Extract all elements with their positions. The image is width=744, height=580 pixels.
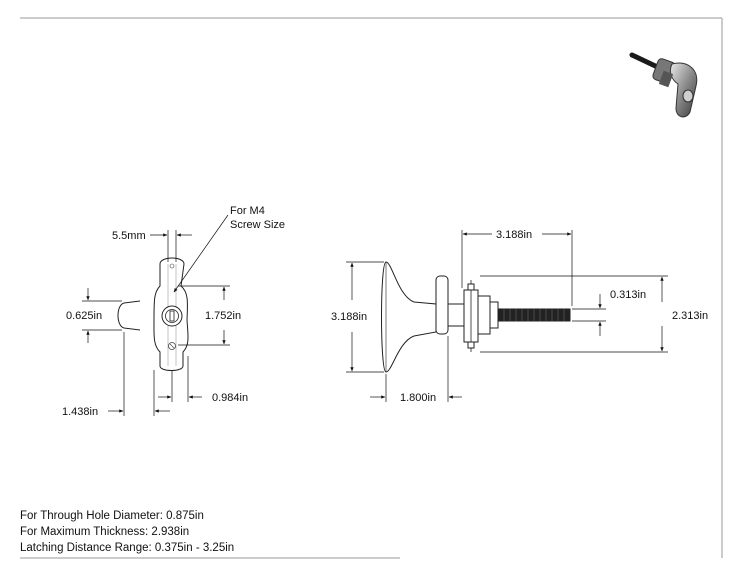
callout-line2: Screw Size [230, 219, 285, 231]
dim-depth: 1.800in [400, 392, 436, 404]
dim-total-height: 1.752in [205, 310, 241, 322]
dim-screw-dia: 0.313in [610, 289, 646, 301]
front-view [117, 257, 189, 371]
note-hole-diameter: For Through Hole Diameter: 0.875in [20, 510, 204, 522]
side-dimensions [346, 230, 668, 402]
front-dimensions [82, 214, 230, 416]
spec-notes: For Through Hole Diameter: 0.875in For M… [20, 508, 234, 556]
side-view [381, 261, 571, 373]
note-latching-range: Latching Distance Range: 0.375in - 3.25i… [20, 542, 235, 554]
dim-screw-length: 3.188in [496, 229, 532, 241]
sheet-border [20, 17, 723, 559]
note-max-thickness: For Maximum Thickness: 2.938in [20, 526, 190, 538]
dim-overall-width: 1.438in [62, 406, 98, 418]
callout-line1: For M4 [230, 205, 265, 217]
dim-stub-height: 0.625in [66, 310, 102, 322]
dim-handle-height: 3.188in [331, 311, 367, 323]
iso-thumbnail [629, 52, 698, 118]
dim-slot-width: 5.5mm [112, 230, 146, 242]
dim-plate-height: 2.313in [672, 310, 708, 322]
dim-body-width: 0.984in [212, 392, 248, 404]
